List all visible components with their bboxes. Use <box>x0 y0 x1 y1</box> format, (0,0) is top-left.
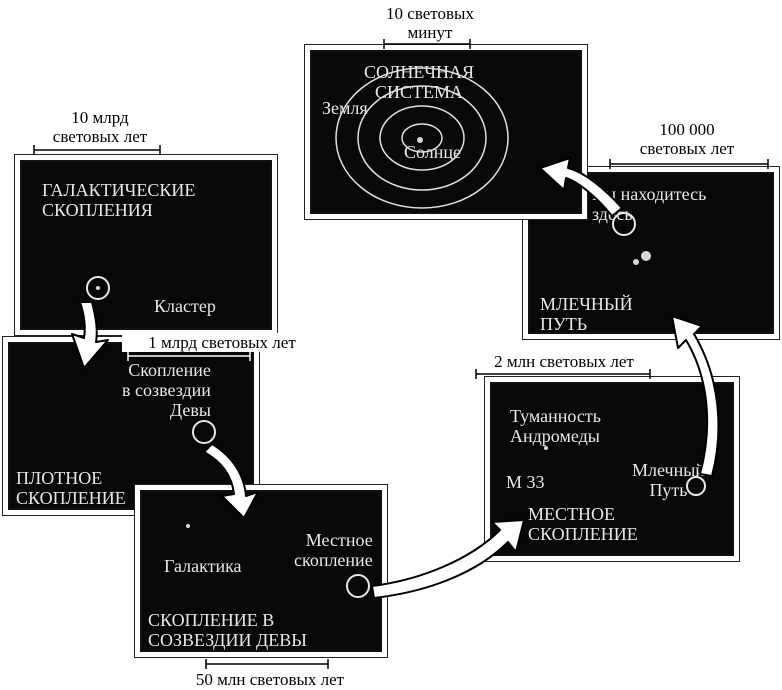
marker-circles <box>86 212 706 598</box>
local-group-title: МЕСТНОЕ СКОПЛЕНИЕ <box>528 504 638 544</box>
scale-label-virgo: 50 млн световых лет <box>195 670 345 689</box>
local-cluster-label: Местное скопление <box>294 530 373 570</box>
scale-label-galactic: 10 млрд световых лет <box>52 108 148 146</box>
virgo-cluster-label: Скопление в созвездии Девы <box>122 360 211 420</box>
galaxy-label: Галактика <box>164 556 242 576</box>
dense-cluster-title: ПЛОТНОЕ СКОПЛЕНИЕ <box>16 468 126 508</box>
scale-label-milky: 100 000 световых лет <box>639 120 735 158</box>
galaxy-glyphs <box>96 137 651 528</box>
scale-label-local: 2 млн световых лет <box>474 352 654 371</box>
m33-label: М 33 <box>506 472 545 492</box>
galactic-clusters-title: ГАЛАКТИЧЕСКИЕ СКОПЛЕНИЯ <box>42 180 196 220</box>
milky-way-label: Млечный Путь <box>632 460 705 500</box>
cluster-label: Кластер <box>154 296 216 316</box>
scale-bar-dense <box>127 351 251 361</box>
solar-orbits <box>335 67 509 209</box>
scale-label-dense: 1 млрд световых лет <box>122 333 322 352</box>
milky-way-title: МЛЕЧНЫЙ ПУТЬ <box>540 294 633 334</box>
connection-arrows <box>71 157 720 599</box>
scale-bars <box>33 39 769 669</box>
panel-local-group: Туманность Андромеды М 33 Млечный Путь М… <box>490 382 734 556</box>
andromeda-label: Туманность Андромеды <box>510 406 601 446</box>
solar-system-title: СОЛНЕЧНАЯ СИСТЕМА <box>364 62 475 102</box>
panel-virgo-cluster: Галактика Местное скопление СКОПЛЕНИЕ В … <box>140 490 382 652</box>
sun-label: Солнце <box>404 142 462 162</box>
virgo-cluster-title: СКОПЛЕНИЕ В СОЗВЕЗДИИ ДЕВЫ <box>148 610 307 650</box>
panel-galactic-clusters: ГАЛАКТИЧЕСКИЕ СКОПЛЕНИЯ Кластер <box>20 160 272 330</box>
scale-label-solar: 10 световых минут <box>386 4 474 42</box>
